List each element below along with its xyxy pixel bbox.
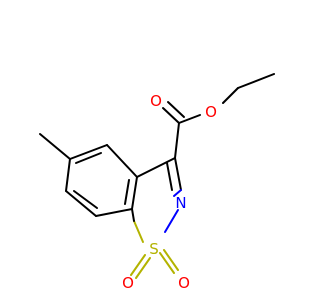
molecule-canvas: O O N S O O bbox=[0, 0, 300, 300]
bond-c-oester bbox=[178, 114, 201, 124]
atom-o-ester: O bbox=[205, 103, 217, 121]
bond-c6-c7 bbox=[65, 190, 97, 217]
bond-co-double-b bbox=[167, 101, 185, 118]
bond-s-o-left-b bbox=[135, 257, 151, 279]
bond-s-o-right-b bbox=[163, 249, 179, 271]
bond-oester-ch2 bbox=[222, 87, 239, 104]
background bbox=[0, 0, 300, 300]
bond-c3-ccarbonyl bbox=[174, 122, 180, 159]
bond-c7a-c3a bbox=[131, 176, 138, 210]
atom-o-carbonyl: O bbox=[150, 92, 162, 110]
bond-c5-c6 bbox=[65, 158, 71, 192]
bond-s-c7a-part bbox=[133, 220, 144, 243]
bond-c4-c5 bbox=[69, 144, 108, 160]
bond-c7a-c3a-inner bbox=[124, 179, 130, 205]
bond-s-c7a bbox=[131, 208, 135, 222]
bond-co-double-a bbox=[162, 107, 180, 124]
bond-s-o-left-a bbox=[130, 254, 146, 276]
bond-s-o-right-a bbox=[159, 252, 175, 274]
bond-c3-n bbox=[174, 157, 182, 191]
bond-c3a-c3 bbox=[136, 157, 176, 178]
atom-o-sulfonyl-left: O bbox=[122, 274, 134, 292]
atom-n-ring: N bbox=[175, 194, 186, 212]
bond-c3-n-double bbox=[166, 162, 173, 191]
bond-c3a-c4 bbox=[106, 144, 138, 178]
bond-n-s bbox=[164, 209, 179, 233]
atom-s-ring: S bbox=[149, 240, 159, 258]
bond-n-part bbox=[173, 189, 182, 197]
bond-c7-c7a bbox=[95, 208, 133, 217]
bond-c4-c5-inner bbox=[75, 152, 102, 164]
atom-o-sulfonyl-right: O bbox=[178, 274, 190, 292]
bond-ch2-ch3 bbox=[237, 73, 275, 89]
structure-diagram: O O N S O O bbox=[0, 0, 300, 300]
bond-c6-c7-inner bbox=[73, 190, 98, 209]
bond-methyl bbox=[39, 133, 71, 160]
